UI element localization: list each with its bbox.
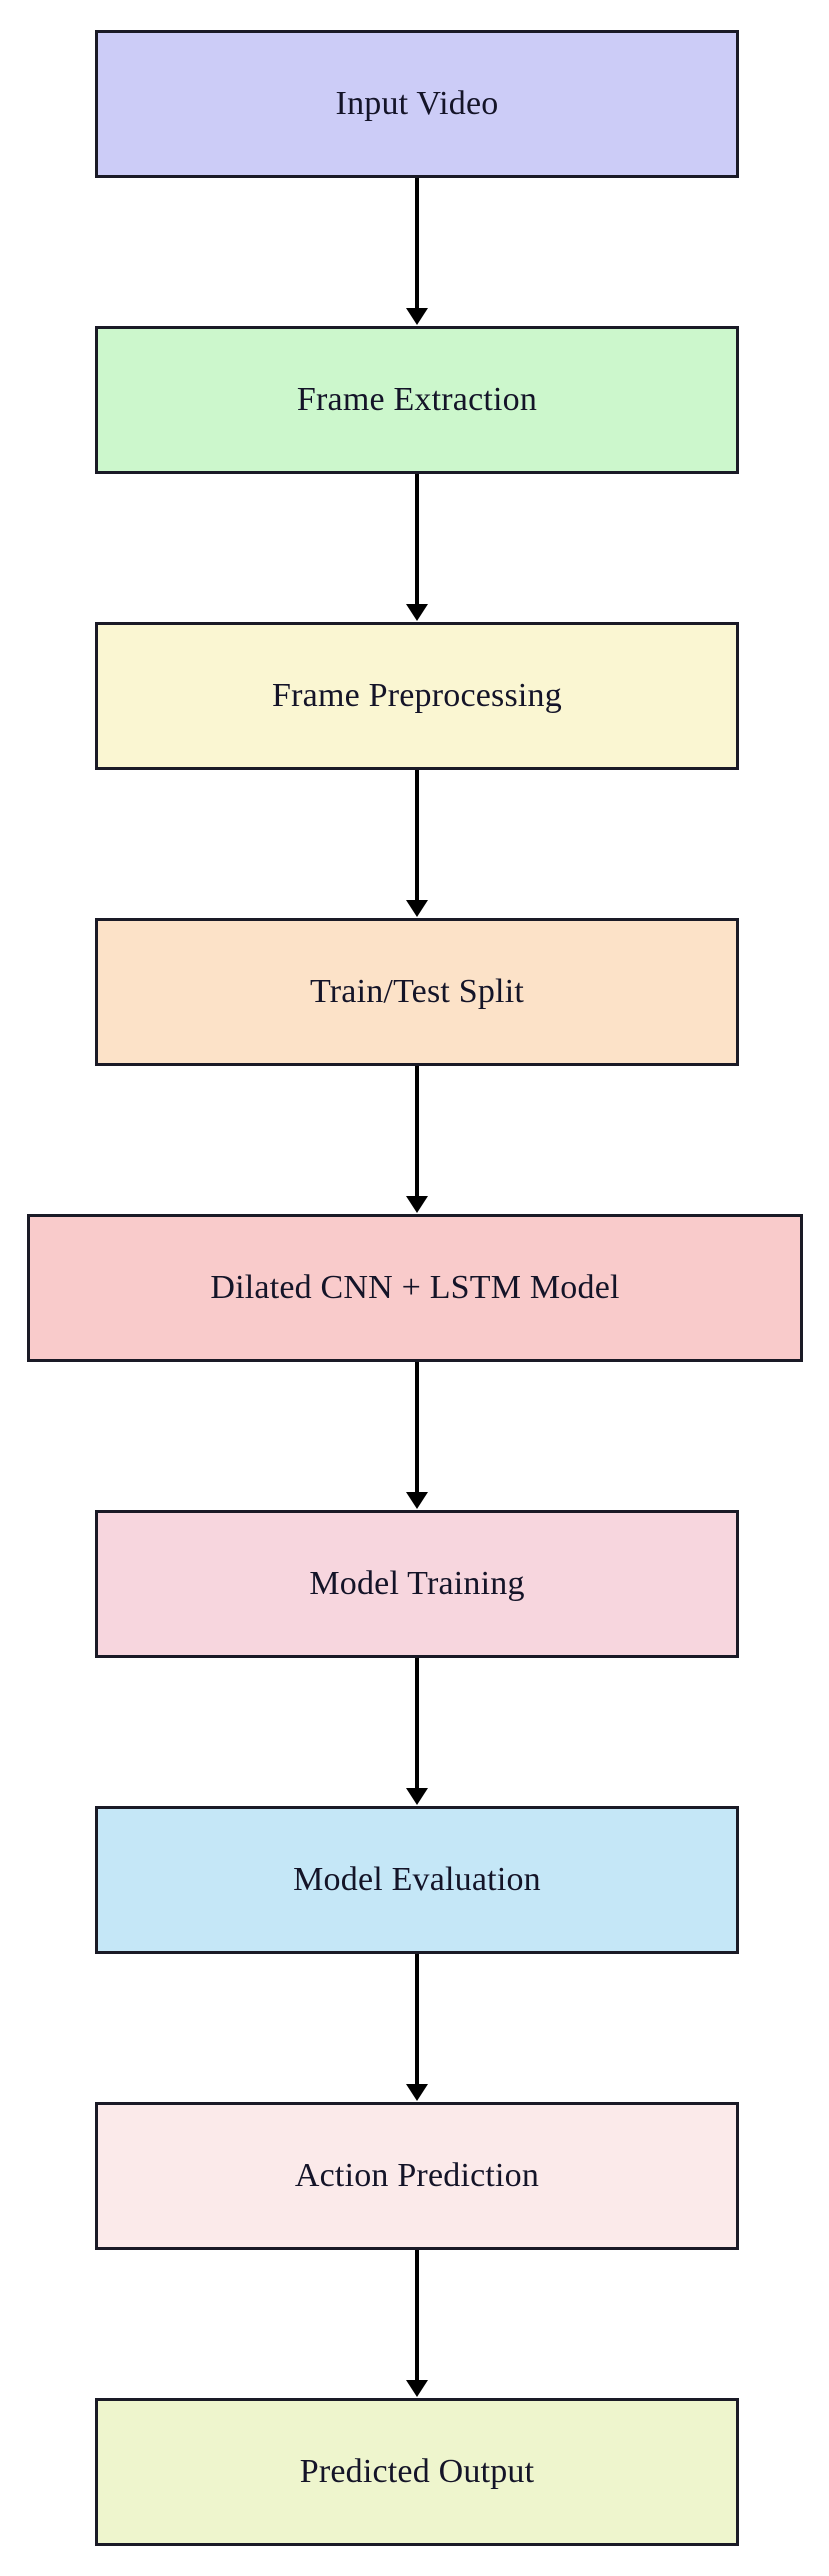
node-frame-preprocessing[interactable]: Frame Preprocessing [95,622,739,770]
edge-dilated-cnn-lstm-model-to-model-training [415,1362,419,1494]
node-label-input-video: Input Video [335,85,499,123]
node-label-model-training: Model Training [309,1565,525,1603]
node-action-prediction[interactable]: Action Prediction [95,2102,739,2250]
edge-action-prediction-to-predicted-output [415,2250,419,2382]
edge-frame-extraction-to-frame-preprocessing [415,474,419,606]
arrowhead-edge-2 [406,604,428,621]
edge-train-test-split-to-dilated-cnn-lstm-model [415,1066,419,1198]
arrowhead-edge-5 [406,1492,428,1509]
node-label-model-evaluation: Model Evaluation [293,1861,541,1899]
node-predicted-output[interactable]: Predicted Output [95,2398,739,2546]
node-label-train-test-split: Train/Test Split [310,973,524,1011]
edge-frame-preprocessing-to-train-test-split [415,770,419,902]
arrowhead-edge-3 [406,900,428,917]
node-label-frame-extraction: Frame Extraction [296,381,538,419]
node-input-video[interactable]: Input Video [95,30,739,178]
node-model-training[interactable]: Model Training [95,1510,739,1658]
arrowhead-edge-7 [406,2084,428,2101]
arrowhead-edge-1 [406,308,428,325]
node-train-test-split[interactable]: Train/Test Split [95,918,739,1066]
edge-model-training-to-model-evaluation [415,1658,419,1790]
node-dilated-cnn-lstm-model[interactable]: Dilated CNN + LSTM Model [27,1214,803,1362]
node-label-predicted-output: Predicted Output [299,2453,535,2491]
node-label-frame-preprocessing: Frame Preprocessing [272,677,562,715]
node-label-dilated-cnn-lstm-model: Dilated CNN + LSTM Model [210,1269,620,1307]
node-model-evaluation[interactable]: Model Evaluation [95,1806,739,1954]
arrowhead-edge-4 [406,1196,428,1213]
edge-model-evaluation-to-action-prediction [415,1954,419,2086]
node-frame-extraction[interactable]: Frame Extraction [95,326,739,474]
arrowhead-edge-6 [406,1788,428,1805]
node-label-action-prediction: Action Prediction [294,2157,540,2195]
arrowhead-edge-8 [406,2380,428,2397]
edge-input-video-to-frame-extraction [415,178,419,310]
